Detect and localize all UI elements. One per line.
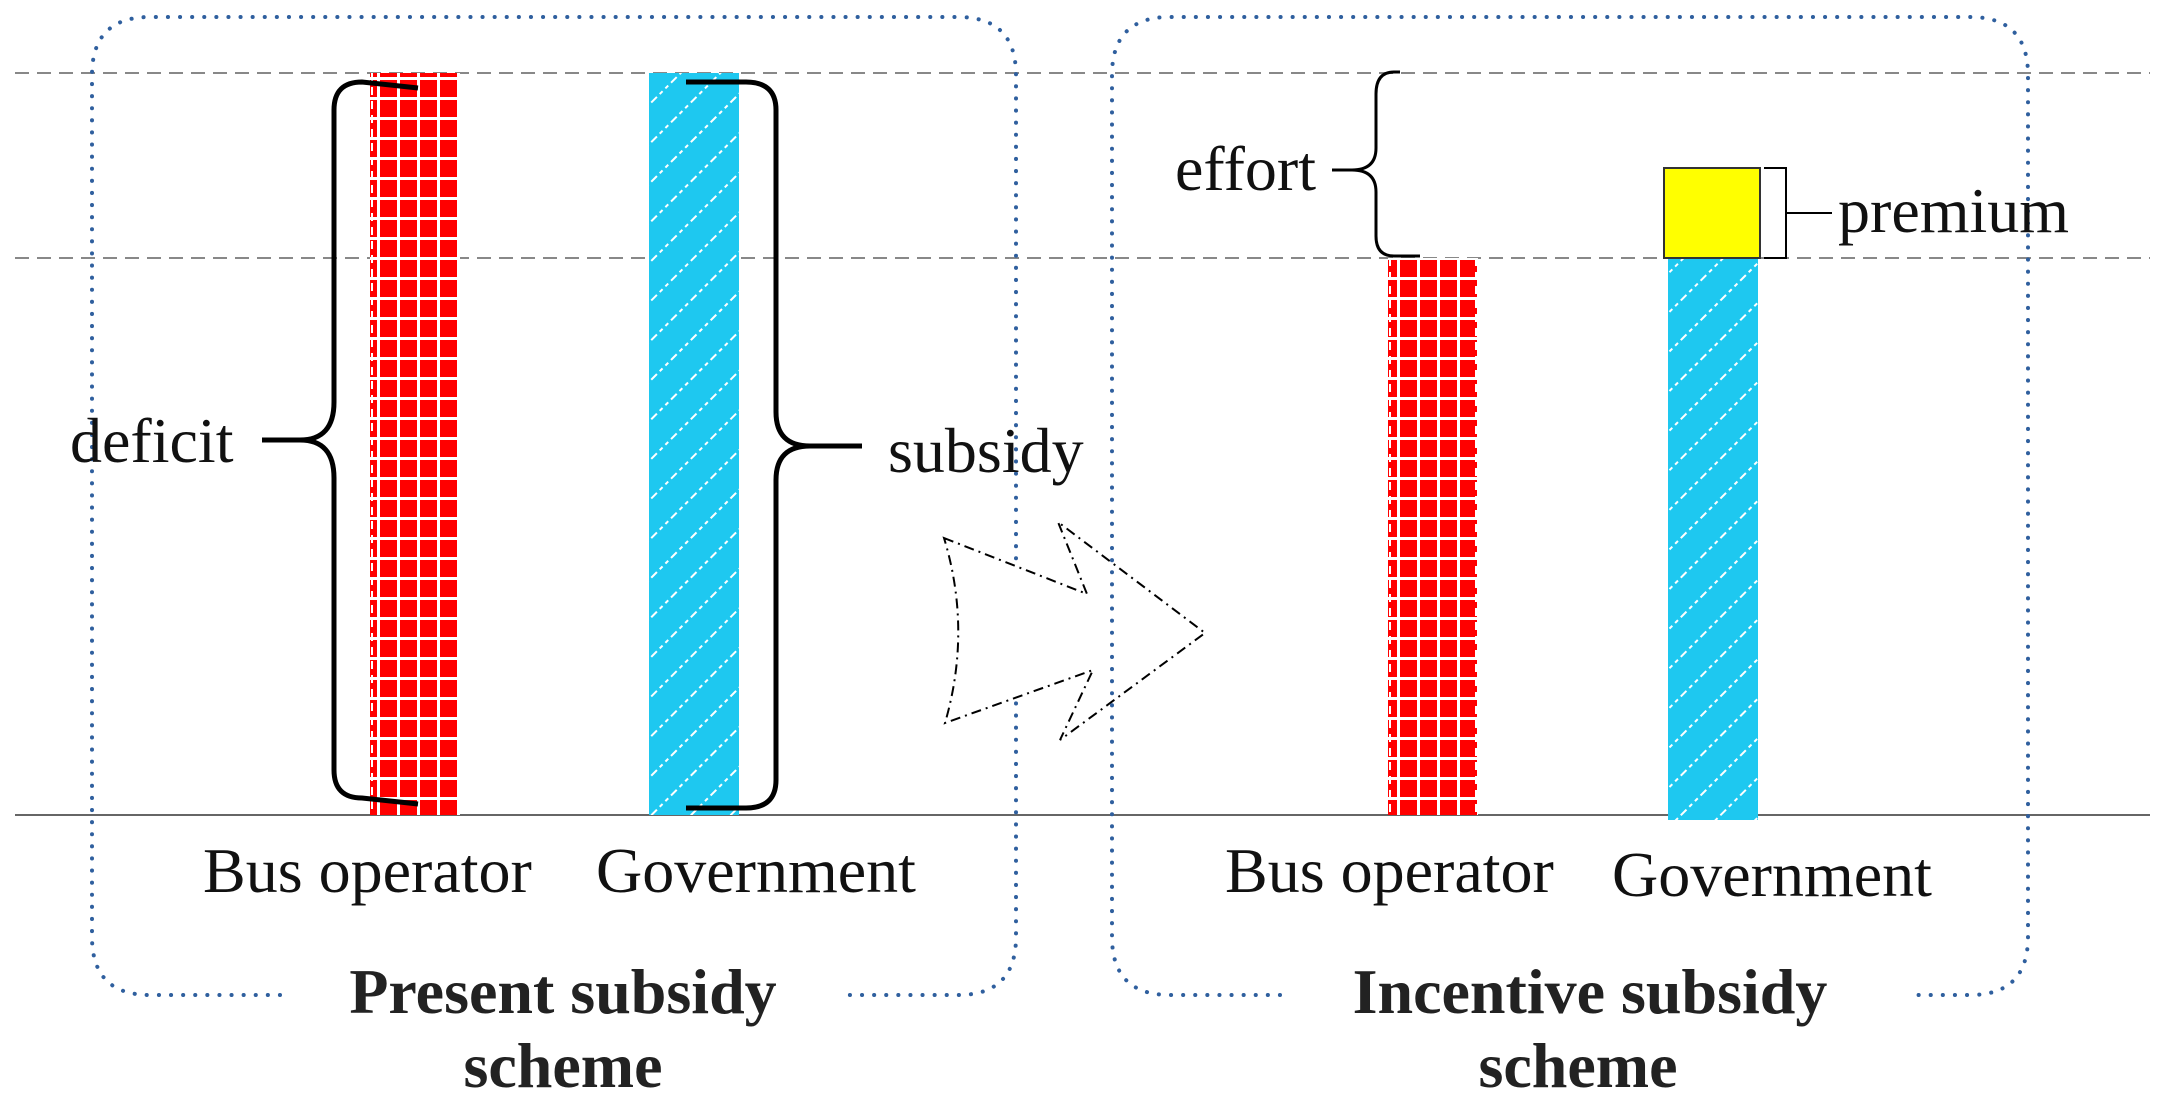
incentive-government-bar [1668,258,1758,820]
arrow-right-icon [942,519,1207,741]
incentive-bus-operator-label: Bus operator [1225,835,1554,906]
present-title-line2: scheme [463,1030,662,1101]
effort-label: effort [1175,133,1316,204]
present-bus-operator-label: Bus operator [203,835,532,906]
incentive-bus-operator-bar [1388,258,1478,815]
present-government-label: Government [596,835,916,906]
present-scheme-panel: deficit subsidy Bus operator Government … [70,15,1084,1101]
incentive-panel-border [1110,15,2030,997]
deficit-brace [262,79,419,807]
present-panel-border [90,15,1018,997]
premium-block [1663,167,1761,259]
deficit-label: deficit [70,405,234,476]
present-government-bar [649,73,739,815]
effort-brace [1332,70,1420,258]
premium-bracket [1764,167,1832,259]
subsidy-brace [686,79,862,811]
present-title-line1: Present subsidy [349,956,776,1027]
incentive-scheme-panel: premium effort Bus operator Government I… [1110,15,2069,1101]
incentive-title-line2: scheme [1478,1030,1677,1101]
premium-label: premium [1838,175,2069,246]
incentive-government-label: Government [1612,839,1932,910]
incentive-title-line1: Incentive subsidy [1353,956,1828,1027]
present-bus-operator-bar [370,73,460,815]
subsidy-label: subsidy [888,415,1084,486]
